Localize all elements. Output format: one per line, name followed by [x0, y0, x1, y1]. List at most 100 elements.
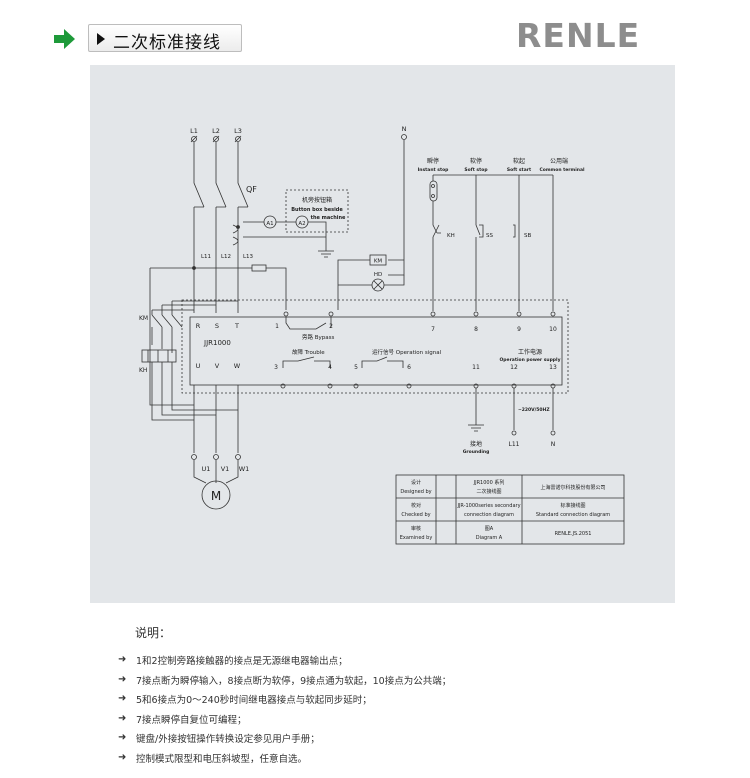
power-supply-en: Operation power supply	[499, 357, 560, 363]
label-l3: L3	[234, 127, 242, 135]
table-series-cn: JJR1000 系列	[473, 479, 505, 486]
terminal-10: 10	[549, 326, 557, 333]
table-examined-cn: 审核	[411, 525, 421, 532]
motor-label: M	[211, 489, 221, 503]
instant-stop-cn: 瞬停	[427, 157, 439, 165]
terminal-11: 11	[472, 364, 480, 371]
note-item: ➜ 7接点瞬停自复位可编程；	[118, 712, 718, 732]
table-std-cn: 标准接线图	[560, 502, 585, 509]
table-series-en2: connection diagram	[464, 512, 514, 518]
label-hd: HD	[374, 272, 382, 278]
terminal-1: 1	[275, 323, 279, 330]
note-text: 1和2控制旁路接触器的接点是无源继电器输出点；	[136, 656, 348, 667]
wiring-diagram: L1 L2 L3 QF 机旁按钮箱 Button box beside the …	[139, 125, 625, 545]
section-title-box: 二次标准接线	[88, 24, 242, 53]
note-text: 7接点瞬停自复位可编程；	[136, 714, 247, 726]
table-std-en: Standard connection diagram	[536, 512, 610, 518]
common-cn: 公用端	[550, 157, 568, 165]
voltage-label: ~220V/50HZ	[518, 407, 550, 413]
note-item: ➜ 5和6接点为0～240秒时间继电器接点与软起同步延时；	[118, 692, 718, 712]
terminal-r: R	[196, 322, 201, 330]
bypass-label: 旁路 Bypass	[302, 333, 335, 341]
note-text: 5和6接点为0～240秒时间继电器接点与软起同步延时；	[136, 695, 372, 707]
label-l11: L11	[201, 254, 211, 260]
trouble-label: 故障 Trouble	[292, 348, 325, 356]
control-feed: L11 L12 L13	[149, 254, 287, 406]
notes-section: 说明： ➜ 1和2控制旁路接触器的接点是无源继电器输出点； ➜ 7接点断为瞬停输入，…	[118, 624, 718, 771]
ss-label: SS	[486, 233, 493, 239]
note-text: 键盘/外接按钮操作转换设定参见用户手册；	[136, 734, 320, 746]
table-series-en1: JJR-1000series secondary	[456, 503, 520, 509]
terminal-6: 6	[407, 364, 411, 371]
ammeter-a1: A1	[266, 221, 273, 227]
label-l13: L13	[243, 254, 254, 260]
green-arrow-icon	[54, 29, 75, 49]
note-item: ➜ 7接点断为瞬停输入，8接点断为软停，9接点通为软起，10接点为公共端；	[118, 673, 718, 693]
kh-relay-label: KH	[139, 367, 147, 374]
note-item: ➜控制模式限型和电压斜坡型，任意自选。	[118, 751, 718, 771]
label-l1: L1	[190, 127, 198, 135]
terminal-5: 5	[354, 364, 358, 371]
soft-stop-en: Soft stop	[464, 167, 488, 173]
grounding-en: Grounding	[463, 449, 490, 455]
note-item: ➜ 1和2控制旁路接触器的接点是无源继电器输出点；	[118, 653, 718, 673]
table-checked-cn: 校对	[411, 502, 421, 509]
label-n-bottom: N	[551, 441, 556, 448]
terminal-v: V	[215, 362, 220, 370]
motor-circuit: KM KH U1 V1 W1 M	[139, 300, 250, 510]
table-fig-cn: 图A	[485, 526, 494, 532]
label-w1: W1	[239, 465, 250, 473]
terminal-13: 13	[549, 364, 557, 371]
table-series-cn2: 二次接线图	[476, 488, 501, 495]
model-label: JJR1000	[203, 339, 231, 347]
label-v1: V1	[221, 465, 230, 473]
phase-inputs: L1 L2 L3 QF	[190, 127, 257, 313]
triangle-icon	[97, 33, 105, 45]
button-box-en1: Button box beside	[291, 207, 343, 213]
terminal-3: 3	[274, 364, 278, 371]
label-km-coil: KM	[374, 259, 383, 265]
label-l12: L12	[221, 254, 231, 260]
table-company: 上海雷诺尔科技股份有限公司	[540, 484, 605, 491]
soft-start-cn: 软起	[513, 157, 525, 165]
soft-start-en: Soft start	[507, 167, 532, 173]
terminal-9: 9	[517, 326, 521, 333]
wiring-diagram-panel: L1 L2 L3 QF 机旁按钮箱 Button box beside the …	[90, 65, 675, 603]
notes-title: 说明：	[135, 626, 172, 640]
label-n-top: N	[402, 125, 407, 133]
neutral-feed: N KM HD	[337, 125, 407, 310]
label-l2: L2	[212, 127, 220, 135]
table-examined-en: Examined by	[400, 535, 433, 541]
button-box-cn: 机旁按钮箱	[302, 196, 332, 204]
label-l11-bottom: L11	[509, 441, 520, 448]
label-u1: U1	[202, 465, 211, 473]
arrow-bullet-icon: ➜	[118, 673, 127, 685]
starter-enclosure	[181, 299, 569, 394]
common-en: Common terminal	[539, 167, 585, 173]
soft-stop-cn: 软停	[470, 157, 482, 165]
title-block: 设计 Designed by 校对 Checked by 审核 Examined…	[395, 474, 625, 545]
terminal-s: S	[215, 322, 219, 330]
table-designed-en: Designed by	[400, 489, 431, 495]
bottom-terminals: U V W 故障 Trouble 运行信号 Operation signal 工…	[196, 348, 561, 455]
note-text: 7接点断为瞬停输入，8接点断为软停，9接点通为软起，10接点为公共端；	[136, 675, 452, 687]
terminal-u: U	[196, 362, 201, 370]
top-terminals: R S T JJR1000 1 2 7 8 9 10 旁路 Bypass	[196, 311, 557, 347]
note-item: ➜键盘/外接按钮操作转换设定参见用户手册；	[118, 731, 718, 751]
arrow-bullet-icon: ➜	[118, 693, 127, 705]
label-km-contact: KM	[139, 315, 148, 322]
arrow-bullet-icon: ➜	[118, 712, 127, 724]
terminal-12: 12	[510, 364, 518, 371]
arrow-bullet-icon: ➜	[118, 654, 127, 665]
starter-box	[189, 316, 563, 386]
section-title: 二次标准接线	[113, 33, 221, 53]
terminal-w: W	[234, 362, 241, 370]
table-checked-en: Checked by	[401, 512, 430, 518]
table-designed-cn: 设计	[411, 479, 421, 486]
ammeter-a2: A2	[298, 221, 305, 227]
terminal-7: 7	[431, 326, 435, 333]
header: 二次标准接线 RENLE	[0, 0, 750, 70]
power-supply-cn: 工作电源	[518, 348, 542, 356]
brand-logo: RENLE	[516, 16, 641, 55]
button-box-en2: the machine	[311, 215, 346, 221]
